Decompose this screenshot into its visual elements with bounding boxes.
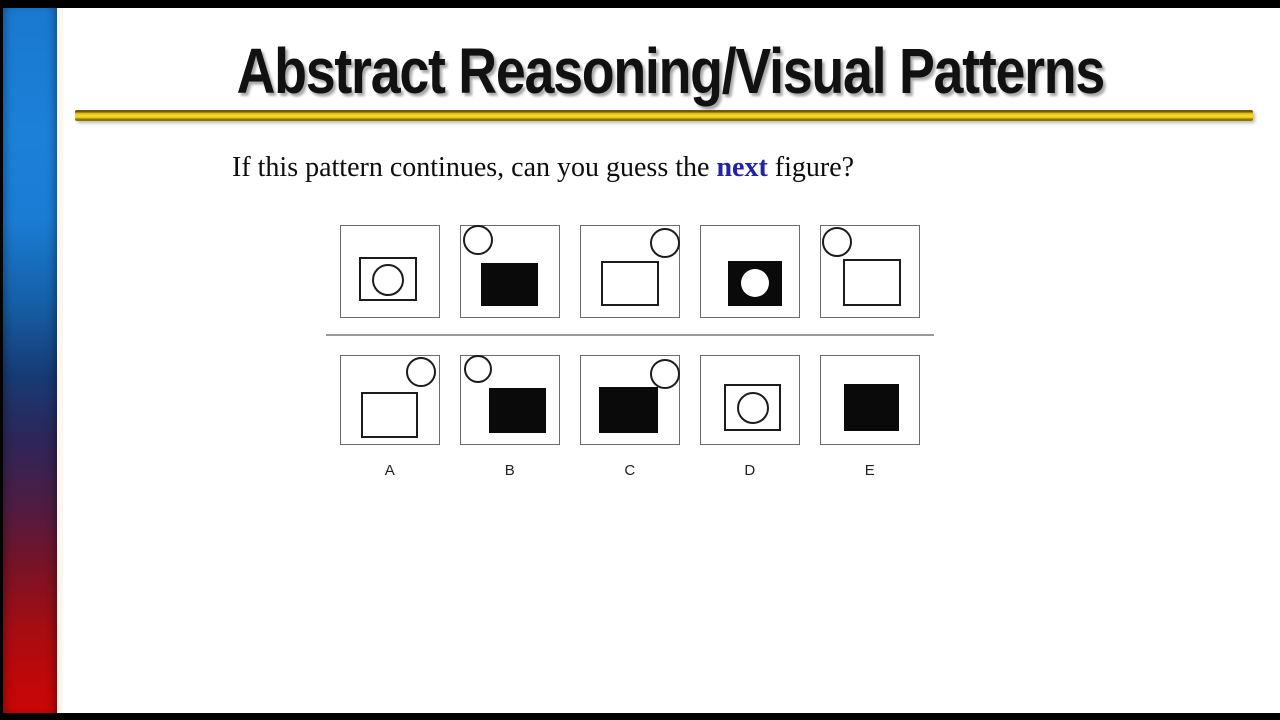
option-cell-D (700, 355, 800, 445)
circle-shape (372, 264, 404, 296)
option-label: B (504, 462, 516, 479)
rect-shape (601, 261, 659, 306)
filled-rect-shape (599, 387, 658, 433)
question-text: If this pattern continues, can you guess… (232, 152, 854, 184)
circle-shape (463, 225, 493, 255)
rect-shape (361, 392, 418, 438)
sequence-cell-5 (820, 225, 920, 318)
option-label: D (744, 462, 756, 479)
option-D: D (700, 355, 800, 479)
option-cell-B (460, 355, 560, 445)
sequence-cell-3 (580, 225, 680, 318)
option-label: C (624, 462, 636, 479)
rect-shape (843, 259, 901, 306)
options-row: A B C D E (340, 355, 920, 479)
sequence-divider-line (326, 334, 934, 336)
filled-rect-shape (481, 263, 538, 306)
circle-shape (464, 355, 492, 383)
option-B: B (460, 355, 560, 479)
question-highlight: next (716, 152, 768, 183)
option-cell-C (580, 355, 680, 445)
option-A: A (340, 355, 440, 479)
question-suffix: figure? (767, 152, 855, 183)
sidebar-gradient-bar (3, 8, 57, 713)
circle-shape (650, 228, 680, 258)
option-C: C (580, 355, 680, 479)
option-cell-A (340, 355, 440, 445)
sequence-cell-2 (460, 225, 560, 318)
option-E: E (820, 355, 920, 479)
sequence-cell-4 (700, 225, 800, 318)
question-prefix: If this pattern continues, can you guess… (232, 152, 717, 183)
letterbox-top-bar (0, 0, 1280, 8)
circle-shape (822, 227, 852, 257)
filled-rect-shape (489, 388, 546, 433)
sidebar-black-edge (0, 0, 3, 720)
option-label: E (864, 462, 876, 479)
title-underline-bar (75, 110, 1253, 121)
sequence-cell-1 (340, 225, 440, 318)
circle-shape (650, 359, 680, 389)
letterbox-bottom-bar (0, 713, 1280, 720)
option-cell-E (820, 355, 920, 445)
pattern-sequence-row (340, 225, 920, 318)
circle-shape (741, 269, 769, 297)
circle-shape (406, 357, 436, 387)
slide-title: Abstract Reasoning/Visual Patterns (60, 34, 1280, 108)
filled-rect-shape (844, 384, 899, 431)
circle-shape (737, 392, 769, 424)
option-label: A (384, 462, 396, 479)
sidebar-halo (57, 8, 63, 713)
slide-title-text: Abstract Reasoning/Visual Patterns (236, 35, 1105, 107)
